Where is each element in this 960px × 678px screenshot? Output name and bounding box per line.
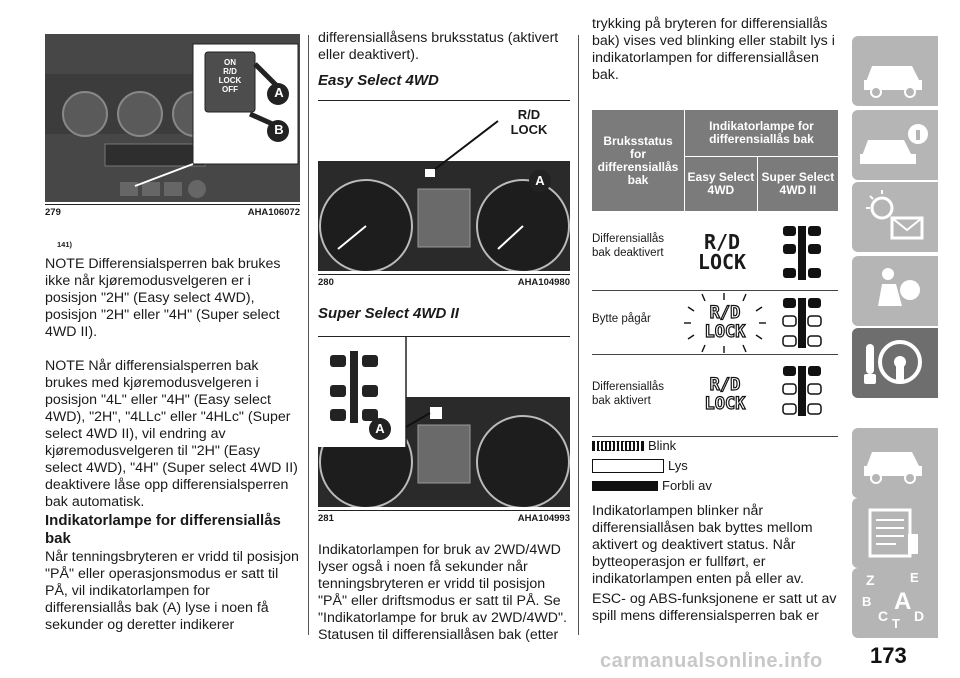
marker-a: A (375, 421, 385, 436)
intro-text: differensiallåsens bruksstatus (aktivert… (318, 30, 559, 63)
callout-rd-lock: R/D LOCK (510, 107, 548, 137)
figure-280-caption: 280 AHA104980 (318, 274, 570, 288)
warning-lights-icon (866, 190, 924, 240)
rd-lock-indicator-solid: R/D LOCK (697, 230, 747, 274)
airbag-icon (878, 268, 920, 306)
heading-super-select: Super Select 4WD II (318, 305, 459, 322)
row-label: Bytte pågår (592, 313, 651, 325)
body-text: ESC- og ABS-funksjonene er satt ut av sp… (592, 591, 837, 624)
table-row: Differensiallås bak deaktivert R/D LOCK (592, 220, 838, 291)
sidebar-tab-car-info[interactable] (852, 110, 938, 180)
sidebar-tab-airbag[interactable] (852, 256, 938, 326)
header-super-select: Super Select 4WD II (756, 156, 838, 211)
index-letter: E (910, 570, 919, 585)
legend-item-blink: Blink (592, 436, 838, 456)
table-row: Bytte pågår R/D LOCK (592, 292, 838, 355)
marker-a: A (274, 85, 284, 100)
legend: Blink Lys Forbli av (592, 436, 838, 496)
body-text: Indikatorlampen for bruk av 2WD/4WD lyse… (318, 542, 567, 643)
index-letter: Z (866, 572, 875, 588)
instrument-cluster-easy-select (318, 120, 570, 271)
index-letter: T (892, 616, 900, 631)
row-label: Differensiallås bak deaktivert (592, 233, 665, 259)
instrument-cluster-super-select (318, 337, 570, 507)
legend-item-lit: Lys (592, 456, 838, 476)
watermark: carmanualsonline.info (600, 650, 823, 672)
intro-text: trykking på bryteren for differensiallås… (592, 16, 835, 83)
sidebar-tab-car-service[interactable] (852, 428, 938, 498)
figure-281: A (318, 336, 570, 507)
figure-279: ON R/D LOCK OFF A B (45, 34, 300, 202)
heading-easy-select: Easy Select 4WD (318, 72, 439, 89)
technical-data-icon (868, 508, 918, 558)
index-letter: D (914, 608, 925, 624)
switch-label-rd: R/D (223, 67, 237, 76)
body-text: Når tenningsbryteren er vridd til posisj… (45, 549, 299, 633)
figure-code: AHA104993 (517, 513, 570, 524)
figure-number: 279 (45, 207, 61, 218)
lock-status-table: Bruksstatus for differensiallås bak Indi… (592, 110, 838, 437)
figure-number: 281 (318, 513, 334, 524)
legend-label: Blink (648, 438, 677, 453)
sidebar-tab-starting-driving[interactable] (852, 328, 938, 398)
index-letter: B (862, 594, 872, 609)
page-number: 173 (870, 643, 907, 668)
marker-a: A (535, 173, 545, 188)
note-2: NOTE Når differensialsperren bak brukes … (45, 358, 298, 510)
marker-b: B (274, 122, 284, 137)
drivetrain-lock-icon-blink (782, 298, 822, 348)
header-lamp: Indikatorlampe for differensiallås bak (684, 110, 838, 157)
switch-label-lock: LOCK (218, 76, 242, 85)
figure-number: 280 (318, 277, 334, 288)
figure-280: R/D LOCK A (318, 100, 570, 271)
legend-label: Forbli av (662, 478, 712, 493)
index-letter: C (878, 608, 889, 624)
sidebar-tab-warning-lights[interactable] (852, 182, 938, 252)
table-row: Differensiallås bak aktivert R/D LOCK (592, 356, 838, 437)
row-label: Differensiallås bak aktivert (592, 381, 665, 407)
switch-label-off: OFF (222, 85, 238, 94)
figure-code: AHA104980 (517, 277, 570, 288)
rd-lock-indicator-blink: R/D LOCK (704, 303, 746, 342)
sidebar-tab-index[interactable]: Z E B A C T D (852, 568, 938, 638)
warning-reference: 141) (57, 240, 73, 249)
car-dashboard-icon (864, 66, 922, 98)
body-text: Indikatorlampen blinker når differensial… (592, 503, 813, 587)
section-heading: Indikatorlampe for differensiallås bak (45, 512, 281, 547)
header-easy-select: Easy Select 4WD (684, 156, 758, 211)
legend-label: Lys (668, 458, 688, 473)
key-steering-wheel-icon (864, 340, 922, 384)
note-1: NOTE Differensialsperren bak brukes ikke… (45, 256, 281, 340)
sidebar-tab-dashboard[interactable] (852, 36, 938, 106)
legend-item-off: Forbli av (592, 476, 838, 496)
rd-lock-indicator-lit: R/D LOCK (704, 375, 746, 414)
figure-279-caption: 279 AHA106072 (45, 204, 300, 218)
legend-swatch-filled (592, 481, 658, 491)
legend-swatch-outline (592, 459, 664, 473)
index-letter: A (894, 588, 912, 615)
blink-rays-icon (684, 293, 766, 353)
car-service-icon (864, 452, 922, 484)
column-divider (578, 35, 579, 635)
switch-label-on: ON (224, 58, 236, 67)
figure-code: AHA106072 (247, 207, 300, 218)
header-status: Bruksstatus for differensiallås bak (592, 110, 685, 211)
figure-281-caption: 281 AHA104993 (318, 510, 570, 524)
car-info-icon (860, 124, 928, 164)
drivetrain-lock-icon-lit (782, 366, 822, 416)
dashboard-switch-illustration (45, 34, 300, 202)
legend-swatch-dashed (592, 441, 644, 451)
drivetrain-lock-icon (783, 226, 821, 280)
sidebar-tab-technical-data[interactable] (852, 498, 938, 568)
column-divider (308, 35, 309, 635)
